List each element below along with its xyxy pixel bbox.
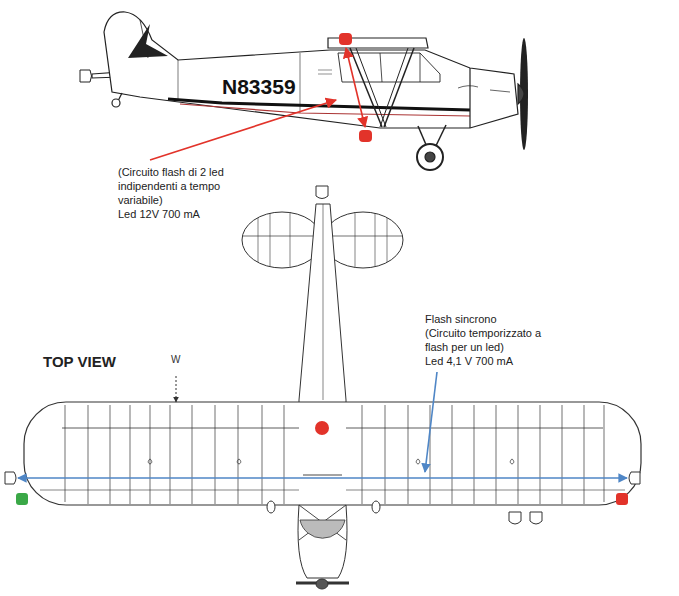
callout-note: (Circuito temporizzato a flash per un le… [425, 326, 557, 354]
registration-mark: N83359 [222, 76, 312, 98]
blue-link-line [18, 477, 627, 479]
callout-note: Led 12V 700 mA [118, 207, 248, 221]
green-light [16, 493, 28, 505]
callout-note: (Circuito flash di 2 led indipendenti a … [118, 165, 248, 207]
red-light [359, 130, 372, 142]
callout-note: Flash sincrono [425, 312, 557, 326]
red-light [339, 33, 352, 45]
red-link-line [346, 48, 365, 127]
beacon-light [315, 421, 329, 435]
top-view [5, 186, 641, 589]
direction-arrow [176, 376, 177, 402]
direction-label: W [171, 353, 185, 367]
red-light [616, 493, 628, 505]
leader-line [150, 100, 336, 160]
side-view [80, 12, 528, 170]
view-title: TOP VIEW [43, 353, 153, 371]
leader-line [425, 372, 437, 472]
callout-note: Led 4,1 V 700 mA [425, 354, 557, 368]
